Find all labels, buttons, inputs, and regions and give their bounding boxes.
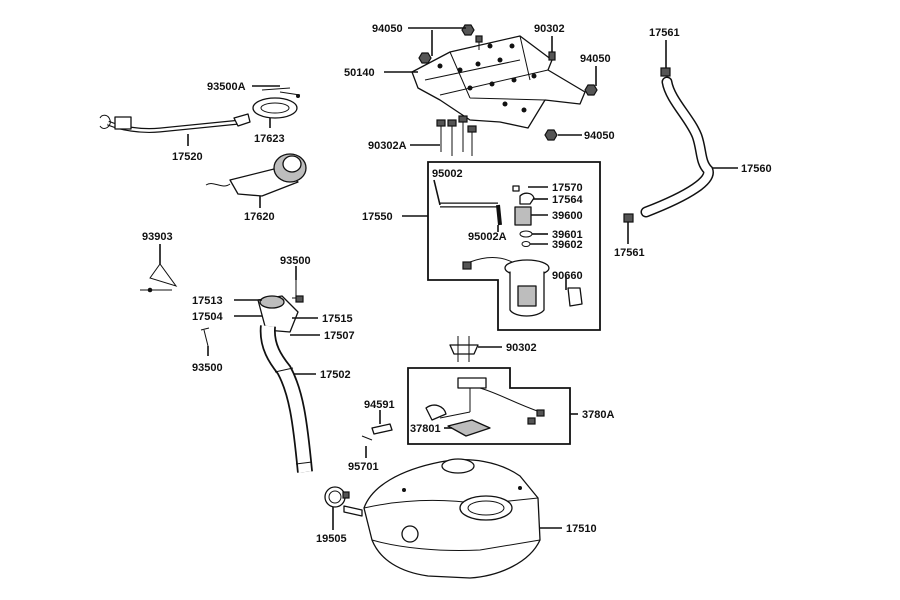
hose-clamp bbox=[324, 486, 350, 508]
bracket-nuts-and-bolts bbox=[418, 24, 598, 141]
label-17561-top: 17561 bbox=[649, 27, 680, 39]
label-50140: 50140 bbox=[344, 67, 375, 79]
label-90660: 90660 bbox=[552, 270, 583, 282]
label-39600: 39600 bbox=[552, 210, 583, 222]
fuel-filler-cap bbox=[205, 153, 307, 197]
label-39601: 39601 bbox=[552, 229, 583, 241]
label-17515: 17515 bbox=[322, 313, 353, 325]
label-94050-top: 94050 bbox=[372, 23, 403, 35]
bolt-group-90302A bbox=[436, 115, 477, 156]
clip-93500 bbox=[292, 280, 300, 299]
pin-94591 bbox=[361, 423, 393, 441]
label-17502: 17502 bbox=[320, 369, 351, 381]
label-17520: 17520 bbox=[172, 151, 203, 163]
label-17570: 17570 bbox=[552, 182, 583, 194]
label-90302-center: 90302 bbox=[506, 342, 537, 354]
fuel-pump-parts bbox=[440, 185, 583, 317]
label-95002: 95002 bbox=[432, 168, 463, 180]
filler-neck bbox=[257, 295, 304, 333]
label-90302-top: 90302 bbox=[534, 23, 565, 35]
release-cable bbox=[99, 113, 251, 133]
tie-strap-93903 bbox=[140, 263, 178, 293]
label-95701: 95701 bbox=[348, 461, 379, 473]
label-93903: 93903 bbox=[142, 231, 173, 243]
label-19505: 19505 bbox=[316, 533, 347, 545]
label-94591: 94591 bbox=[364, 399, 395, 411]
fuel-tank bbox=[343, 458, 541, 579]
label-3780A: 3780A bbox=[582, 409, 614, 421]
leader-lines bbox=[159, 27, 738, 530]
part-number-labels: 94050 90302 50140 94050 94050 90302A 175… bbox=[142, 23, 772, 545]
label-93500A: 93500A bbox=[207, 81, 246, 93]
label-17513: 17513 bbox=[192, 295, 223, 307]
label-17504: 17504 bbox=[192, 311, 223, 323]
cap-seal-ring bbox=[252, 87, 301, 119]
label-93500-top: 93500 bbox=[280, 255, 311, 267]
fuel-pump-group-box bbox=[427, 161, 601, 331]
label-94050-right: 94050 bbox=[580, 53, 611, 65]
label-90302A: 90302A bbox=[368, 140, 407, 152]
label-17550: 17550 bbox=[362, 211, 393, 223]
fuel-sender-parts bbox=[425, 377, 545, 437]
label-39602: 39602 bbox=[552, 239, 583, 251]
tank-mounting-bracket bbox=[411, 35, 586, 129]
label-95002A: 95002A bbox=[468, 231, 507, 243]
fuel-filler-hose bbox=[259, 325, 313, 473]
label-17560: 17560 bbox=[741, 163, 772, 175]
label-93500-bottom: 93500 bbox=[192, 362, 223, 374]
label-37801: 37801 bbox=[410, 423, 441, 435]
fuel-sender-group-box bbox=[407, 367, 571, 445]
bolt-90302-center bbox=[449, 336, 479, 362]
label-17623: 17623 bbox=[254, 133, 285, 145]
label-17620: 17620 bbox=[244, 211, 275, 223]
label-17507: 17507 bbox=[324, 330, 355, 342]
label-94050-bottom: 94050 bbox=[584, 130, 615, 142]
label-17564: 17564 bbox=[552, 194, 583, 206]
label-17561-bottom: 17561 bbox=[614, 247, 645, 259]
label-17510: 17510 bbox=[566, 523, 597, 535]
vent-hose bbox=[623, 67, 714, 223]
clip-93500-lower bbox=[200, 327, 210, 347]
